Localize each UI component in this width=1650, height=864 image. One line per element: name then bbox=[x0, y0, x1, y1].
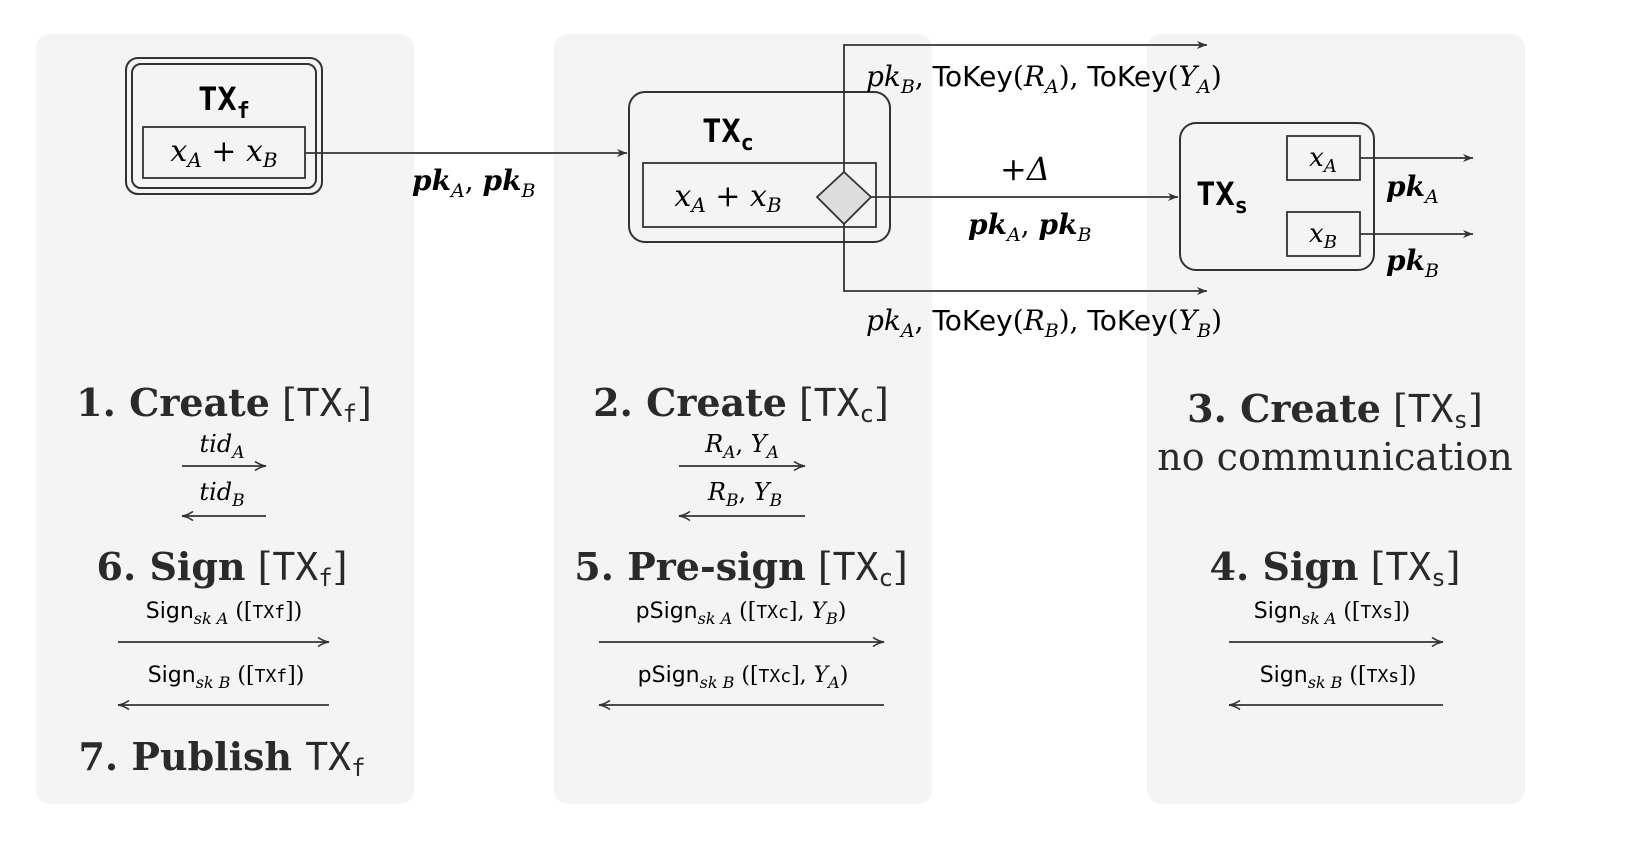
edge-c-top bbox=[843, 41, 1207, 172]
panel-funding bbox=[36, 34, 414, 804]
step1-heading: 1. Create [TXf] bbox=[76, 380, 372, 428]
condition-diamond bbox=[815, 170, 873, 226]
step2-send-label: RA, YA bbox=[704, 430, 779, 463]
tx-s-box: TXs xA xB bbox=[1179, 122, 1375, 271]
step3-note: no communication bbox=[1157, 435, 1512, 479]
step1-recv-label: tidB bbox=[199, 478, 244, 511]
step2-heading: 2. Create [TXc] bbox=[593, 380, 889, 428]
tx-c-box: TXc xA + xB bbox=[628, 91, 891, 243]
step2-recv-label: RB, YB bbox=[707, 478, 782, 511]
step6-heading: 6. Sign [TXf] bbox=[97, 544, 348, 592]
step6-recv-label: Signsk B ([TXf]) bbox=[148, 663, 305, 692]
edge-c-to-s-label: pkA, pkB bbox=[968, 208, 1092, 246]
edge-c-top-label: pkB, ToKey(RA), ToKey(YA) bbox=[866, 60, 1222, 98]
step6-send-label: Signsk A ([TXf]) bbox=[146, 599, 302, 628]
edge-s-out-a-label: pkA bbox=[1386, 170, 1439, 208]
tx-f-box: TXf xA + xB bbox=[125, 57, 323, 195]
edge-s-out-b-label: pkB bbox=[1386, 244, 1439, 282]
step3-heading: 3. Create [TXs] bbox=[1187, 386, 1483, 434]
tx-s-output-b: xB bbox=[1309, 219, 1337, 253]
step4-recv-label: Signsk B ([TXs]) bbox=[1260, 663, 1417, 692]
step5-send-label: pSignsk A ([TXc], YB) bbox=[636, 599, 847, 628]
tx-s-title: TXs bbox=[1196, 175, 1248, 219]
edge-f-to-c-label: pkA, pkB bbox=[412, 164, 536, 202]
tx-c-input: xA + xB bbox=[674, 179, 781, 217]
tx-f-title: TXf bbox=[198, 80, 250, 124]
step4-send-label: Signsk A ([TXs]) bbox=[1254, 599, 1410, 628]
tx-c-title: TXc bbox=[702, 112, 754, 156]
panel-split bbox=[1147, 34, 1525, 804]
step4-heading: 4. Sign [TXs] bbox=[1210, 544, 1461, 592]
step5-heading: 5. Pre-sign [TXc] bbox=[574, 544, 907, 592]
edge-c-delta-label: +Δ bbox=[1000, 150, 1050, 188]
tx-f-input: xA + xB bbox=[170, 134, 277, 172]
step1-send-label: tidA bbox=[200, 430, 245, 463]
edge-c-bottom bbox=[843, 224, 1207, 295]
edge-c-bottom-label: pkA, ToKey(RB), ToKey(YB) bbox=[866, 304, 1222, 342]
step5-recv-label: pSignsk B ([TXc], YA) bbox=[638, 663, 849, 692]
step7-heading: 7. Publish TXf bbox=[78, 734, 365, 782]
tx-s-output-a: xA bbox=[1309, 143, 1337, 177]
